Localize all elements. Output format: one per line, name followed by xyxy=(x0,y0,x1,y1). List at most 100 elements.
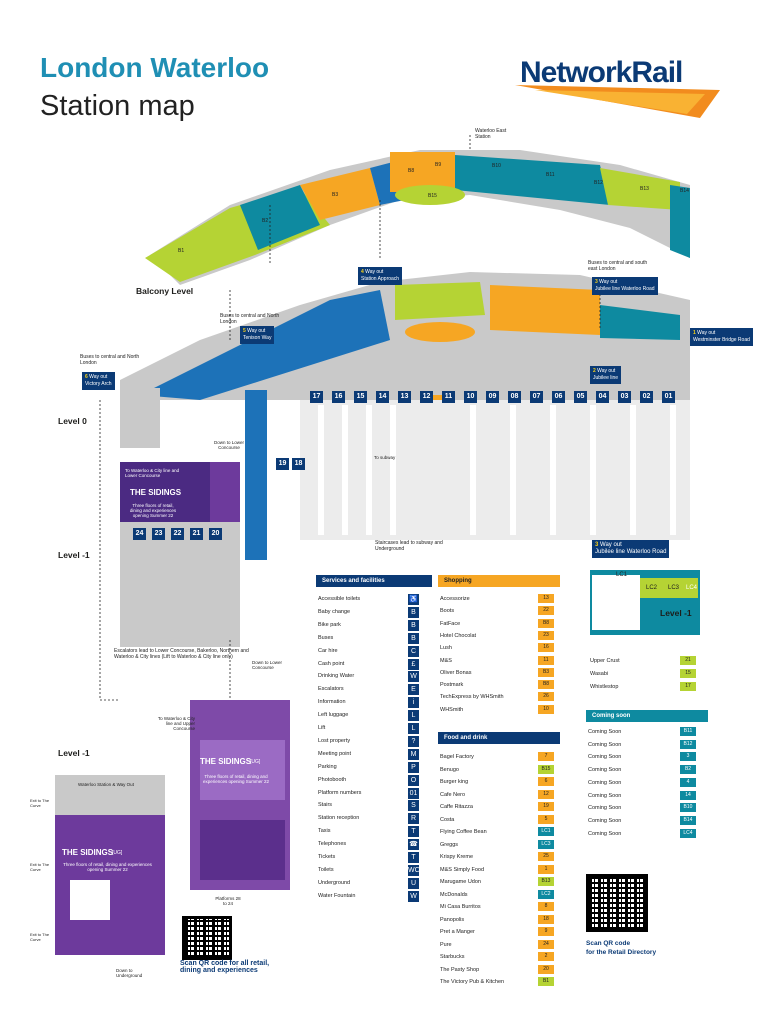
coming-soon-item: Coming Soon xyxy=(588,830,622,837)
coming-soon-code: B2 xyxy=(680,765,696,775)
platform-number: 01 xyxy=(662,391,675,403)
note-buses-north: Buses to central and North London xyxy=(80,354,140,366)
shop-item-code: 26 xyxy=(538,692,554,702)
food-item-name: Burger king xyxy=(440,779,469,785)
service-item: Toilets xyxy=(318,866,334,873)
platform-number: 13 xyxy=(398,391,411,403)
balcony-unit: B3 xyxy=(332,192,339,198)
platform-number: 04 xyxy=(596,391,609,403)
coming-soon-code: B12 xyxy=(680,739,696,749)
note-down-lower-2: Down to Lower Concourse xyxy=(252,660,283,670)
service-item: Meeting point xyxy=(318,750,352,757)
sidings-logo-upper: THE SIDINGS xyxy=(200,757,252,766)
page-title: London Waterloo xyxy=(40,52,270,83)
food-item-code: B1 xyxy=(538,977,554,986)
unit-lc2: LC2 xyxy=(646,585,658,591)
service-item: Left luggage xyxy=(318,712,349,719)
balcony-unit: B10 xyxy=(492,163,501,169)
shop-item-name: WHSmith xyxy=(440,706,464,713)
service-item: Telephones xyxy=(318,841,347,848)
service-icon: M xyxy=(408,748,419,760)
coming-soon-code: B10 xyxy=(680,803,696,813)
coming-soon-item: Coming Soon xyxy=(588,741,622,748)
food-item-name: Pure xyxy=(440,941,452,948)
service-item: Car hire xyxy=(318,647,338,654)
service-item: Water Fountain xyxy=(318,892,356,899)
service-item: Parking xyxy=(318,763,337,770)
balcony-unit: B9 xyxy=(435,162,442,168)
balcony-unit: B11 xyxy=(546,172,555,178)
food-item-code: 7 xyxy=(538,752,554,761)
shop-item-name: TechExpress by WHSmith xyxy=(440,694,504,701)
food-item-code: 24 xyxy=(538,939,554,949)
platform-number: 07 xyxy=(530,391,543,403)
service-icon: O xyxy=(408,774,419,786)
service-item: Stairs xyxy=(318,802,333,809)
coming-soon-code: 14 xyxy=(680,790,696,800)
shop-item-code: 23 xyxy=(538,630,554,640)
coming-soon-item: Coming Soon xyxy=(588,817,622,824)
qr-code-left[interactable] xyxy=(182,916,232,960)
coming-soon-item: Coming Soon xyxy=(588,792,622,799)
platform-number: 10 xyxy=(464,391,477,403)
note-buses-south: Buses to central and south east London xyxy=(588,260,648,272)
service-item: Cash point xyxy=(318,660,345,667)
service-icon: T xyxy=(408,852,419,863)
balcony-unit: B14 xyxy=(680,188,689,194)
qr-code-right[interactable] xyxy=(586,874,648,932)
service-icon: B xyxy=(408,606,419,618)
platform-number: 11 xyxy=(442,391,455,403)
note-staircases: Staircases lead to subway and Undergroun… xyxy=(375,540,443,552)
food-item-code: 2 xyxy=(538,952,554,961)
food-item-name: Starbucks xyxy=(440,954,465,960)
level-0-label: Level 0 xyxy=(58,416,87,426)
coming-soon-item: Coming Soon xyxy=(588,754,622,761)
coming-soon-heading: Coming soon xyxy=(586,710,708,722)
brand-logo: NetworkRail xyxy=(520,56,683,89)
shop-item-code: 11 xyxy=(538,655,554,665)
unit-lc3: LC3 xyxy=(668,585,680,591)
shop-item-name: Postmark xyxy=(440,682,464,689)
page-subtitle: Station map xyxy=(40,90,195,122)
service-icon: U xyxy=(408,877,419,889)
shop-item-code: B3 xyxy=(538,667,554,677)
coming-soon-item: Coming Soon xyxy=(588,729,622,735)
service-icon: ? xyxy=(408,735,419,747)
note-to-wc-line: To Waterloo & City line and Lower Concou… xyxy=(125,468,180,478)
food-item-code: 19 xyxy=(538,802,554,811)
service-icon: R xyxy=(408,813,419,825)
service-item: Lift xyxy=(318,725,326,731)
food-item-code: 1 xyxy=(538,864,554,874)
food-item-name: Panopolis xyxy=(440,916,465,923)
service-icon: ♿ xyxy=(408,594,419,605)
note-down-lower: Down to Lower Concourse xyxy=(214,440,245,450)
platform-number: 05 xyxy=(574,391,587,403)
balcony-unit: B8 xyxy=(408,168,415,174)
platform-number: 15 xyxy=(354,391,367,403)
food-item-code: LC3 xyxy=(538,839,554,849)
shop-item-code: 22 xyxy=(538,606,554,616)
sidings-ug-lower: [UG] xyxy=(112,850,123,856)
service-icon: P xyxy=(408,761,419,773)
food-item-code: 21 xyxy=(680,656,696,665)
food-item-code: B15 xyxy=(538,764,554,774)
note-escalators: Escalators lead to Lower Concourse, Bake… xyxy=(114,648,249,660)
platform-number: 22 xyxy=(171,528,184,540)
qr-left-caption: Scan QR code for all retail, dining and … xyxy=(180,960,270,974)
shop-item-code: 10 xyxy=(538,704,554,714)
service-icon: £ xyxy=(408,658,419,670)
brand-swoosh-icon xyxy=(515,85,720,118)
food-item-name: Pret a Manger xyxy=(440,929,475,935)
food-item-code: 12 xyxy=(538,789,554,799)
service-item: Accessible toilets xyxy=(318,596,361,602)
unit-lc4: LC4 xyxy=(686,585,698,591)
food-item-code: 20 xyxy=(538,964,554,974)
platform-number: 23 xyxy=(152,528,165,540)
